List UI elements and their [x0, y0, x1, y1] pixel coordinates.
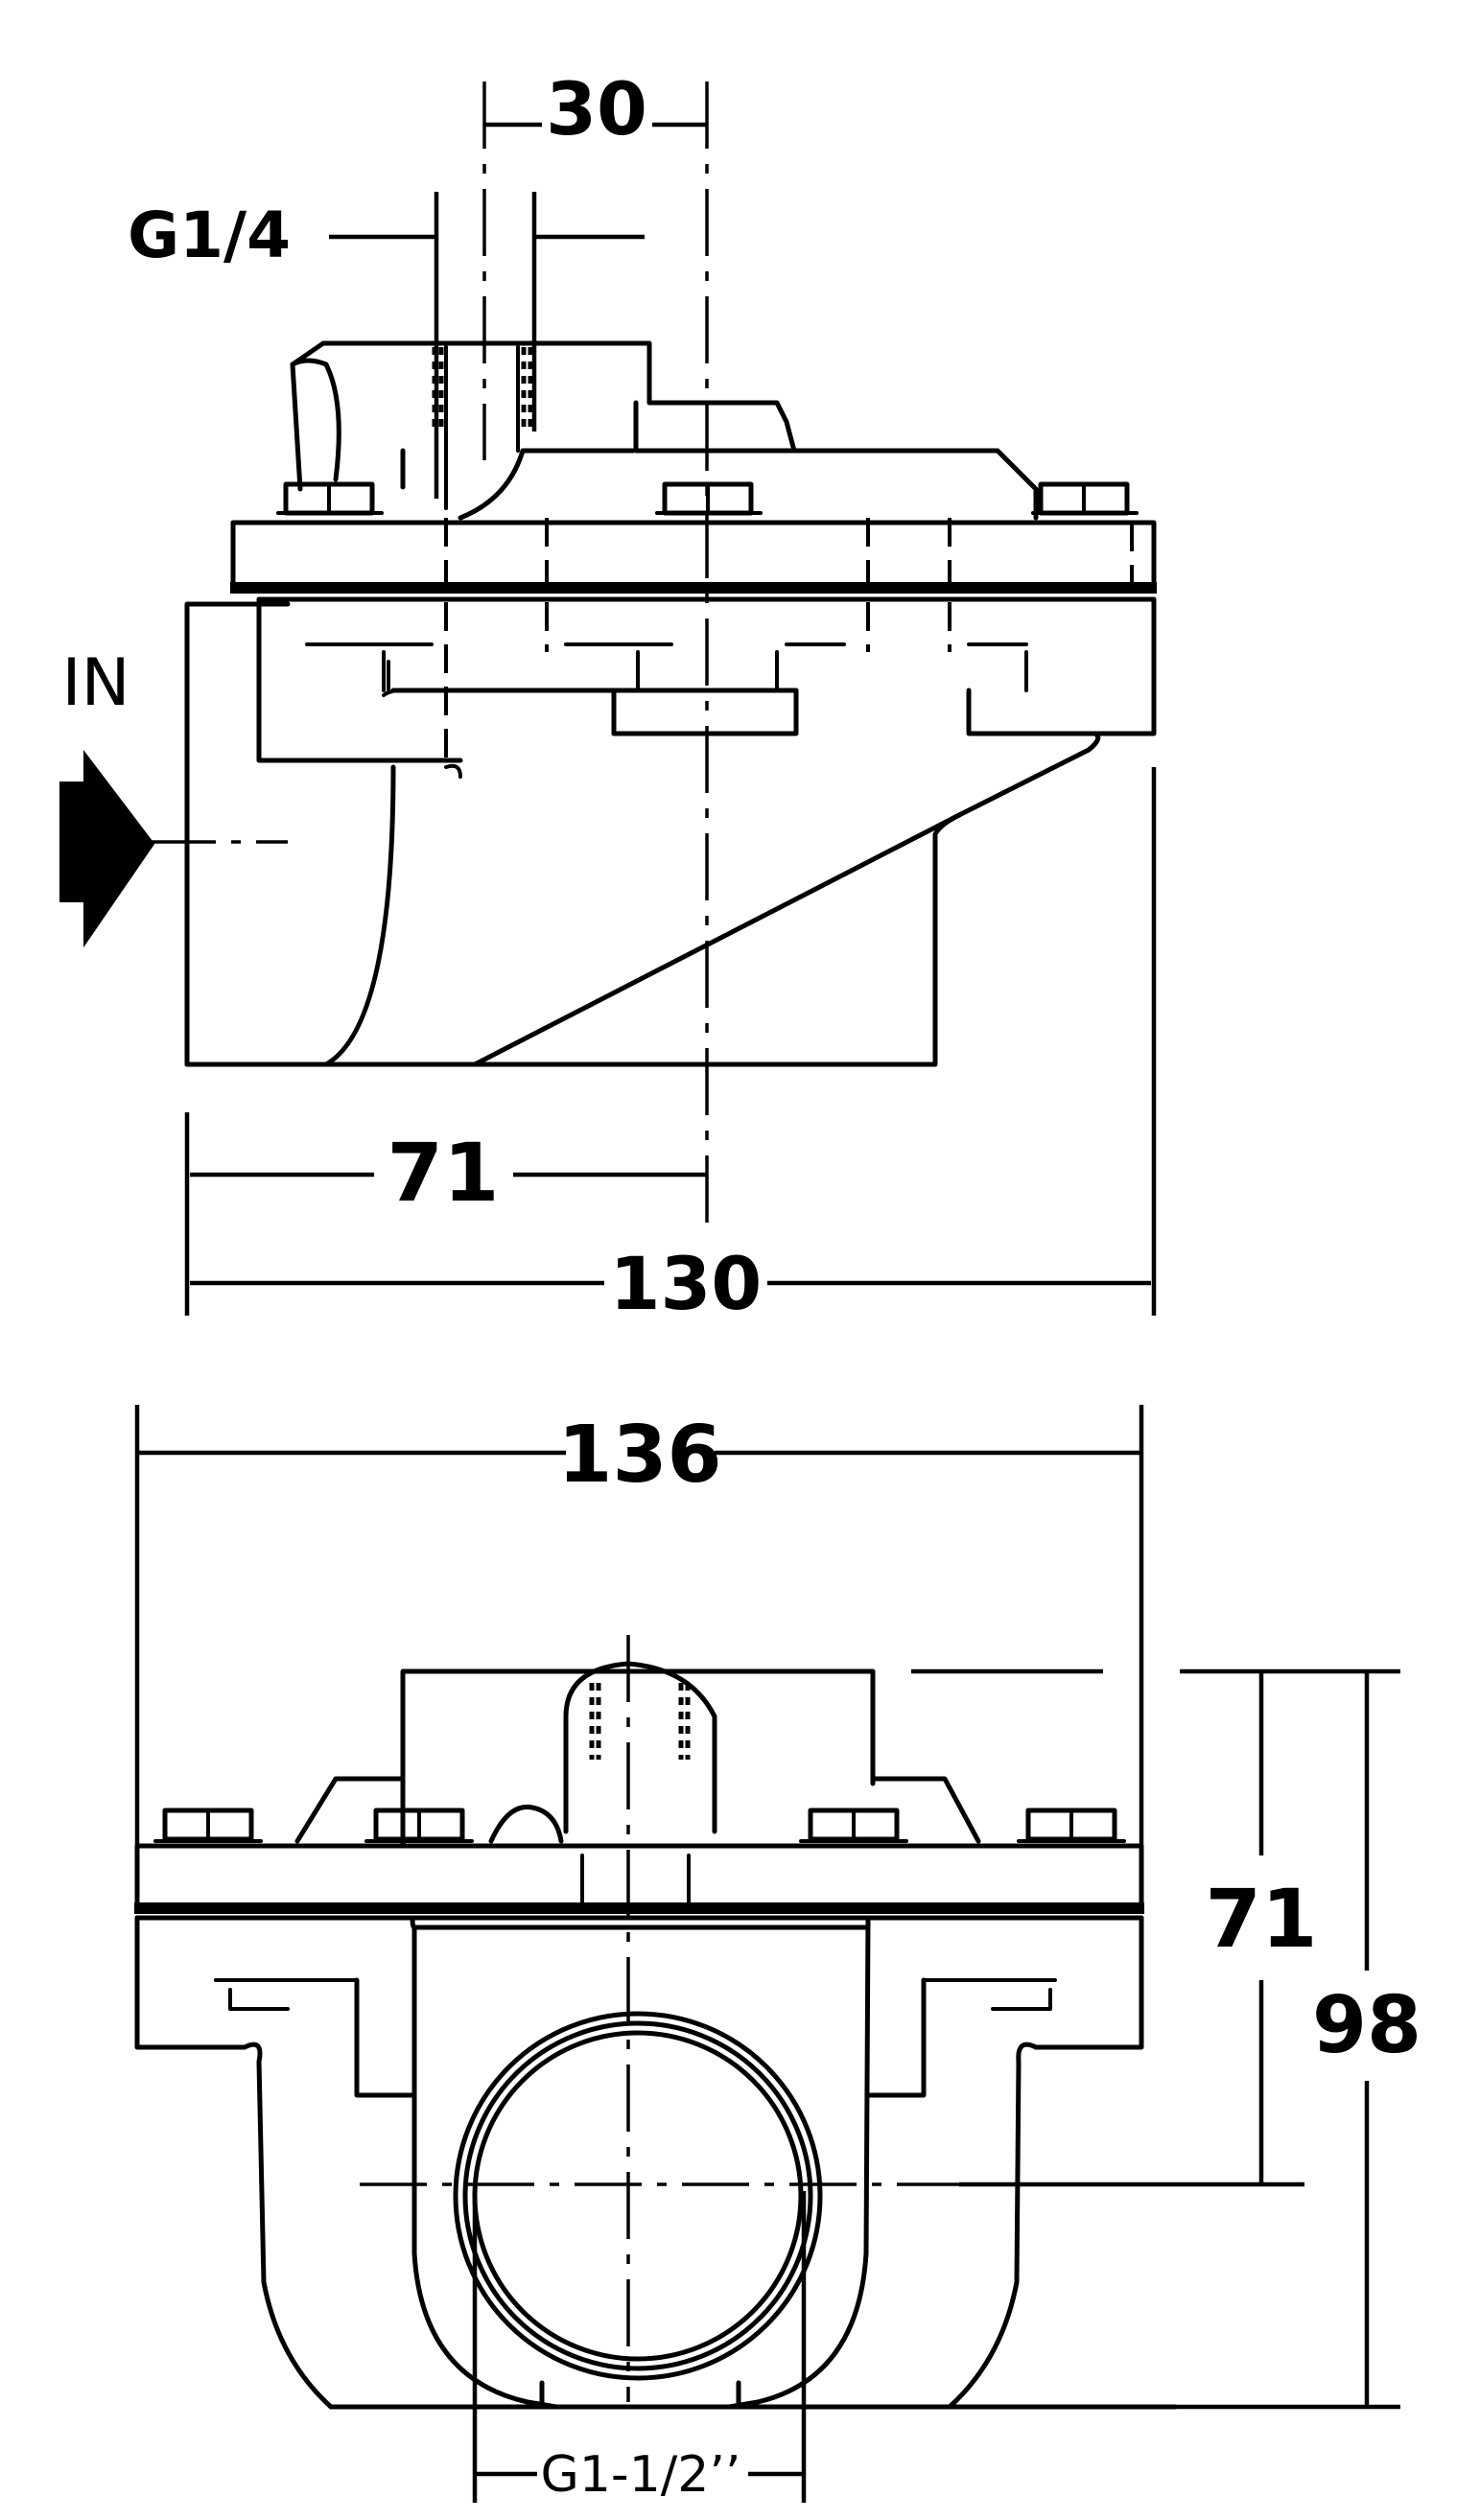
end-solenoid-dome: [563, 1661, 717, 1834]
side-cap-outline: [320, 340, 1039, 521]
end-bolt-2: [364, 1808, 474, 1843]
side-bolt-right: [1031, 481, 1139, 516]
end-cap-shoulder-left: [294, 1776, 406, 1844]
dim-thread-label: G1-1/2’’: [541, 2446, 741, 2504]
end-flange-right: [1033, 1915, 1144, 2050]
end-body-left: [242, 2042, 334, 2410]
dim-g14-label: G1/4: [128, 198, 291, 272]
dim-30-label: 30: [546, 66, 647, 152]
side-body-outline: [184, 731, 1101, 1067]
side-inlet-upper: [256, 596, 463, 763]
dim-71-end-label: 71: [1206, 1872, 1318, 1966]
end-cap-outline: [400, 1668, 876, 1849]
end-outlet-left: [410, 1915, 559, 2410]
end-bolt-4: [1017, 1808, 1126, 1843]
side-inlet-curve: [323, 764, 396, 1067]
end-bolt-3: [799, 1808, 908, 1843]
side-bolt-left: [276, 481, 384, 516]
end-outlet-outer: [453, 2011, 823, 2381]
end-cap-shoulder-right: [870, 1776, 981, 1844]
dim-130-label: 130: [610, 1241, 763, 1326]
side-bolt-center: [655, 481, 763, 516]
side-cover-plate: [230, 520, 1157, 591]
dim-98-label: 98: [1312, 1980, 1421, 2071]
side-inlet-left-wall: [184, 601, 291, 1067]
side-view: IN 30 G1/4 71 130: [59, 66, 1157, 1326]
side-pilot-step: [633, 400, 797, 454]
end-flange-left: [134, 1915, 247, 2050]
side-solenoid-tab: [290, 358, 341, 492]
end-view: 136: [134, 1405, 1421, 2504]
end-outlet-inner: [472, 2030, 804, 2362]
end-knob: [488, 1804, 564, 1844]
end-outlet-thread: [462, 2020, 813, 2371]
side-flange-pocket: [611, 688, 799, 736]
end-outlet-right: [726, 1915, 871, 2410]
side-diagonal-wall: [472, 812, 962, 1067]
dim-136-label: 136: [557, 1410, 721, 1501]
end-bolt-1: [153, 1808, 263, 1843]
side-flange-hidden-lines: [305, 642, 1028, 692]
end-cover-plate: [134, 1843, 1144, 1911]
side-cap-curve: [458, 448, 636, 521]
end-body-right: [947, 2042, 1039, 2410]
side-flange-ticks: [387, 650, 1028, 692]
dim-71-side-label: 71: [388, 1126, 500, 1220]
inlet-arrow-icon: [59, 750, 155, 948]
inlet-label: IN: [62, 645, 130, 721]
side-flange-step-right: [966, 688, 1098, 736]
side-flange-step-mid: [611, 688, 799, 736]
